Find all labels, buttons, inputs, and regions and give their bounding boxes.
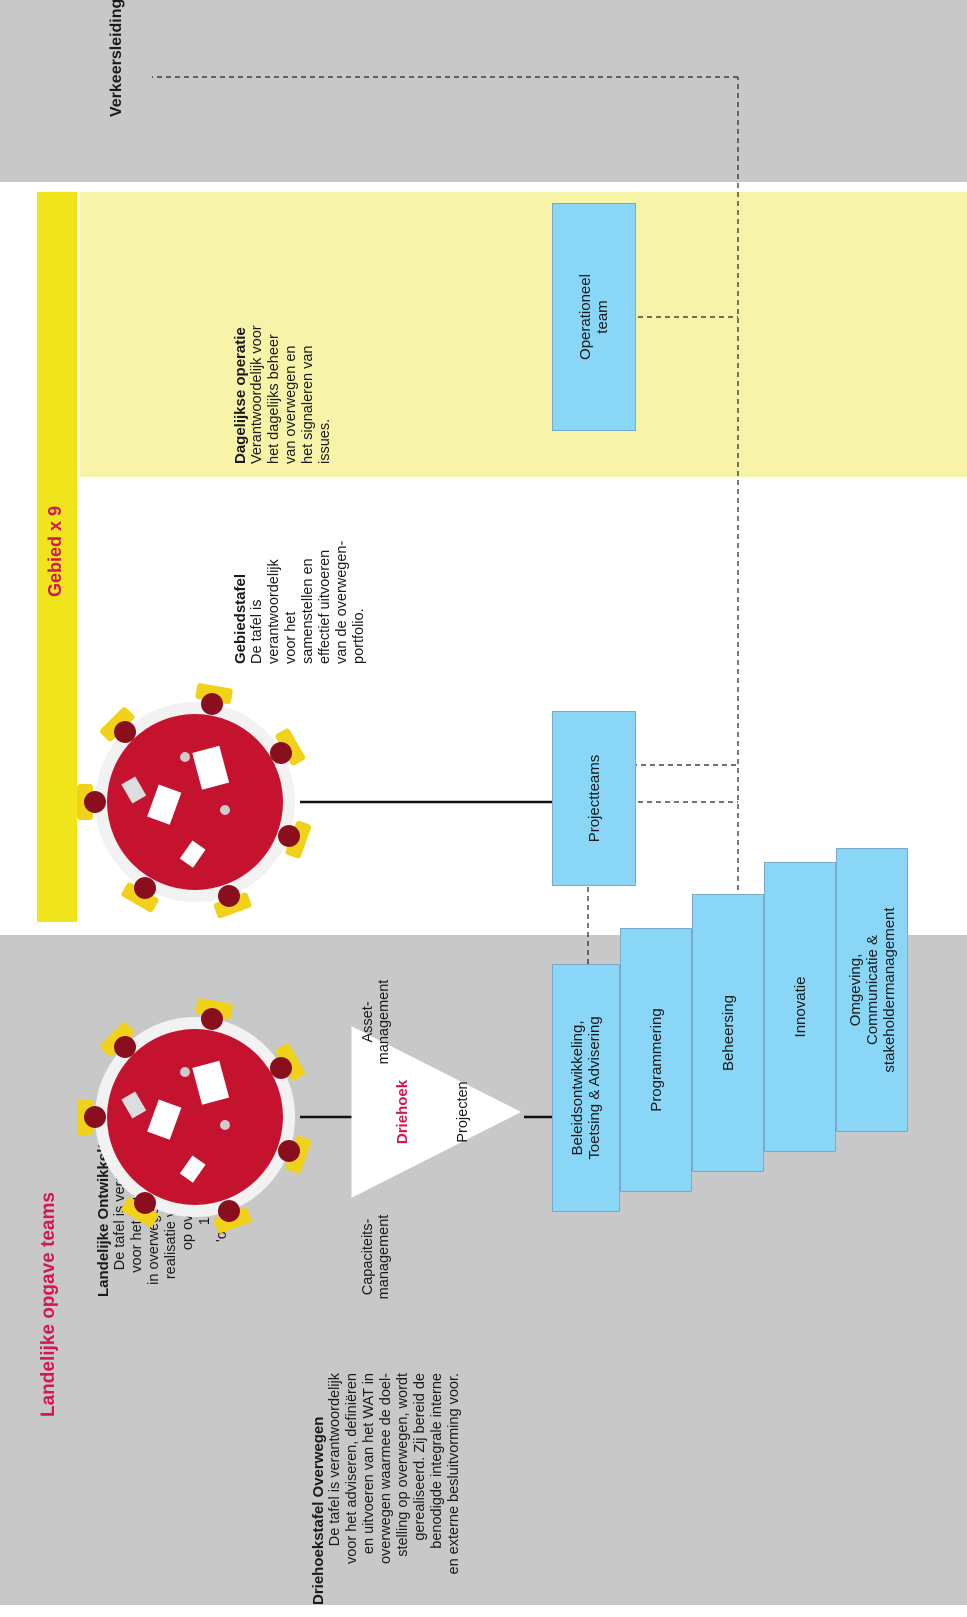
triangle-center-label: Driehoek	[394, 1079, 411, 1145]
stack-box-innovatie: Innovatie	[764, 862, 836, 1152]
triangle-right-label: Asset- management	[360, 979, 392, 1065]
stack-box-omgeving: Omgeving, Communicatie & stakeholdermana…	[836, 848, 908, 1132]
driehoek-triangle	[351, 1026, 522, 1198]
stack-box-beheersing: Beheersing	[692, 894, 764, 1172]
triangle-bottom-label: Projecten	[455, 1081, 471, 1143]
projectteams-box: Projectteams	[552, 711, 636, 886]
national-round-table	[77, 998, 312, 1234]
region-round-table	[77, 683, 312, 919]
operationeel-team-box: Operationeel team	[552, 203, 636, 431]
stack-box-programmering: Programmering	[620, 928, 692, 1192]
stack-box-beleid: Beleidsontwikkeling, Toetsing & Adviseri…	[552, 964, 620, 1212]
triangle-left-label: Capaciteits- management	[360, 1214, 392, 1300]
